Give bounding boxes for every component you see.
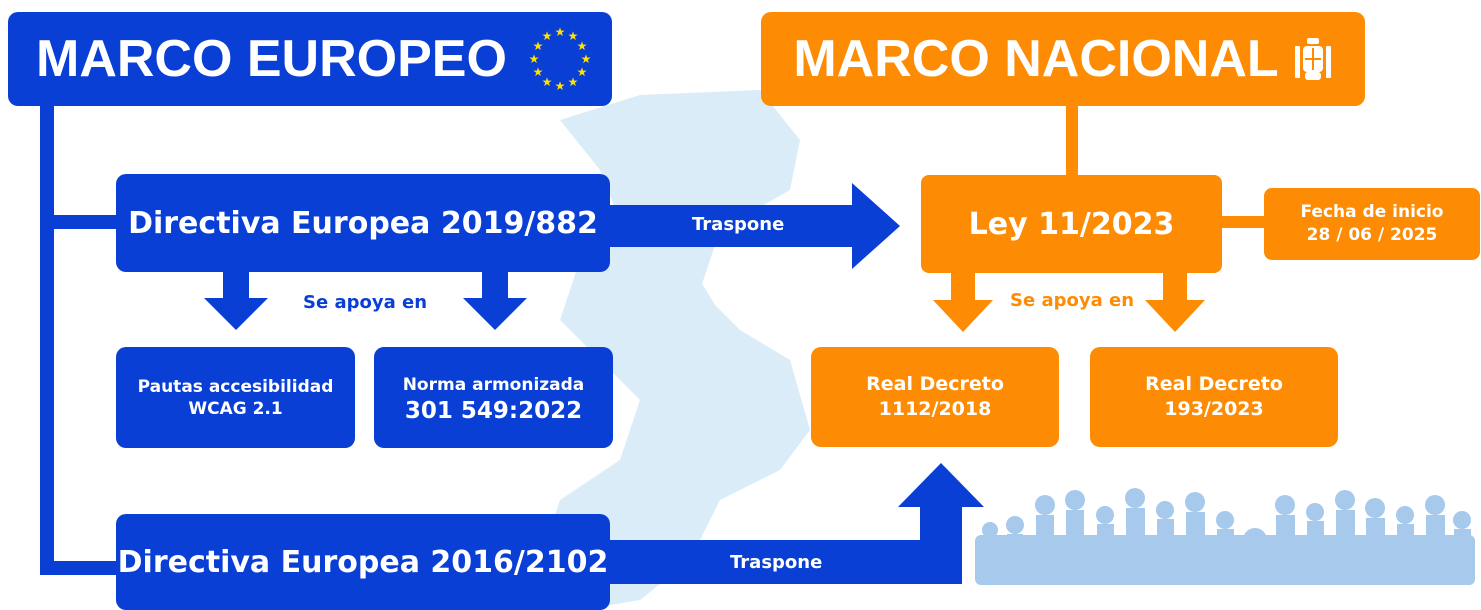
standard-line2: 301 549:2022 [404,397,583,424]
decree-1112-line2: 1112/2018 [878,398,992,420]
start-date-connector [1218,216,1268,228]
wcag-box: Pautas accesibilidad WCAG 2.1 [116,347,355,448]
decree-193-line2: 193/2023 [1164,398,1264,420]
europe-header: MARCO EUROPEO ★ ★ ★ ★ ★ ★ ★ ★ ★ ★ ★ ★ [8,12,612,106]
wcag-line2: WCAG 2.1 [188,398,283,419]
directive-2019-882-box: Directiva Europea 2019/882 [116,174,610,272]
down-arrow-standard [463,272,527,330]
europe-relies-label: Se apoya en [303,292,428,313]
spain-coat-of-arms-icon [1294,38,1331,80]
directive-2016-2102-box: Directiva Europea 2016/2102 [116,514,610,610]
people-crowd-silhouette [975,488,1475,585]
standard-line1: Norma armonizada [402,374,585,395]
directive-2016-2102-label: Directiva Europea 2016/2102 [117,544,609,580]
svg-text:★: ★ [555,79,566,93]
svg-text:★: ★ [542,75,553,89]
svg-text:★: ★ [577,39,588,53]
svg-text:★: ★ [555,25,566,39]
svg-text:★: ★ [577,65,588,79]
transpose-arrow-2 [605,463,984,584]
decree-193-line1: Real Decreto [1145,373,1283,395]
europe-map-silhouette [540,90,810,610]
europe-trunk-line [40,105,54,575]
wcag-line1: Pautas accesibilidad [137,376,334,397]
svg-text:★: ★ [568,75,579,89]
spain-header: MARCO NACIONAL [761,12,1365,106]
start-date-box: Fecha de inicio 28 / 06 / 2025 [1264,188,1480,260]
spain-relies-label: Se apoya en [1010,290,1135,311]
svg-text:★: ★ [533,65,544,79]
start-date-label: Fecha de inicio [1300,202,1444,222]
directive-2019-882-label: Directiva Europea 2019/882 [128,205,598,241]
down-arrow-guideline [204,272,268,330]
decree-193-box: Real Decreto 193/2023 [1090,347,1338,447]
standard-box: Norma armonizada 301 549:2022 [374,347,613,448]
down-arrow-decree-1 [933,272,993,332]
transpose-label-1: Traspone [692,214,785,235]
decree-1112-line1: Real Decreto [866,373,1004,395]
transpose-arrow-1 [605,183,900,269]
svg-text:★: ★ [533,39,544,53]
start-date-value: 28 / 06 / 2025 [1306,225,1438,245]
spain-title: MARCO NACIONAL [793,30,1279,88]
law-box: Ley 11/2023 [921,175,1222,273]
svg-text:★: ★ [581,52,592,66]
spain-trunk-line [1066,105,1078,175]
europe-title: MARCO EUROPEO [36,30,507,88]
eu-stars-icon: ★ ★ ★ ★ ★ ★ ★ ★ ★ ★ ★ ★ [529,25,592,93]
svg-text:★: ★ [529,52,540,66]
transpose-label-2: Traspone [730,552,823,573]
decree-1112-box: Real Decreto 1112/2018 [811,347,1059,447]
europe-branch-2 [40,561,120,575]
law-label: Ley 11/2023 [968,206,1175,242]
svg-text:★: ★ [542,29,553,43]
svg-text:★: ★ [568,29,579,43]
europe-branch-1 [40,215,120,229]
down-arrow-decree-2 [1145,272,1205,332]
